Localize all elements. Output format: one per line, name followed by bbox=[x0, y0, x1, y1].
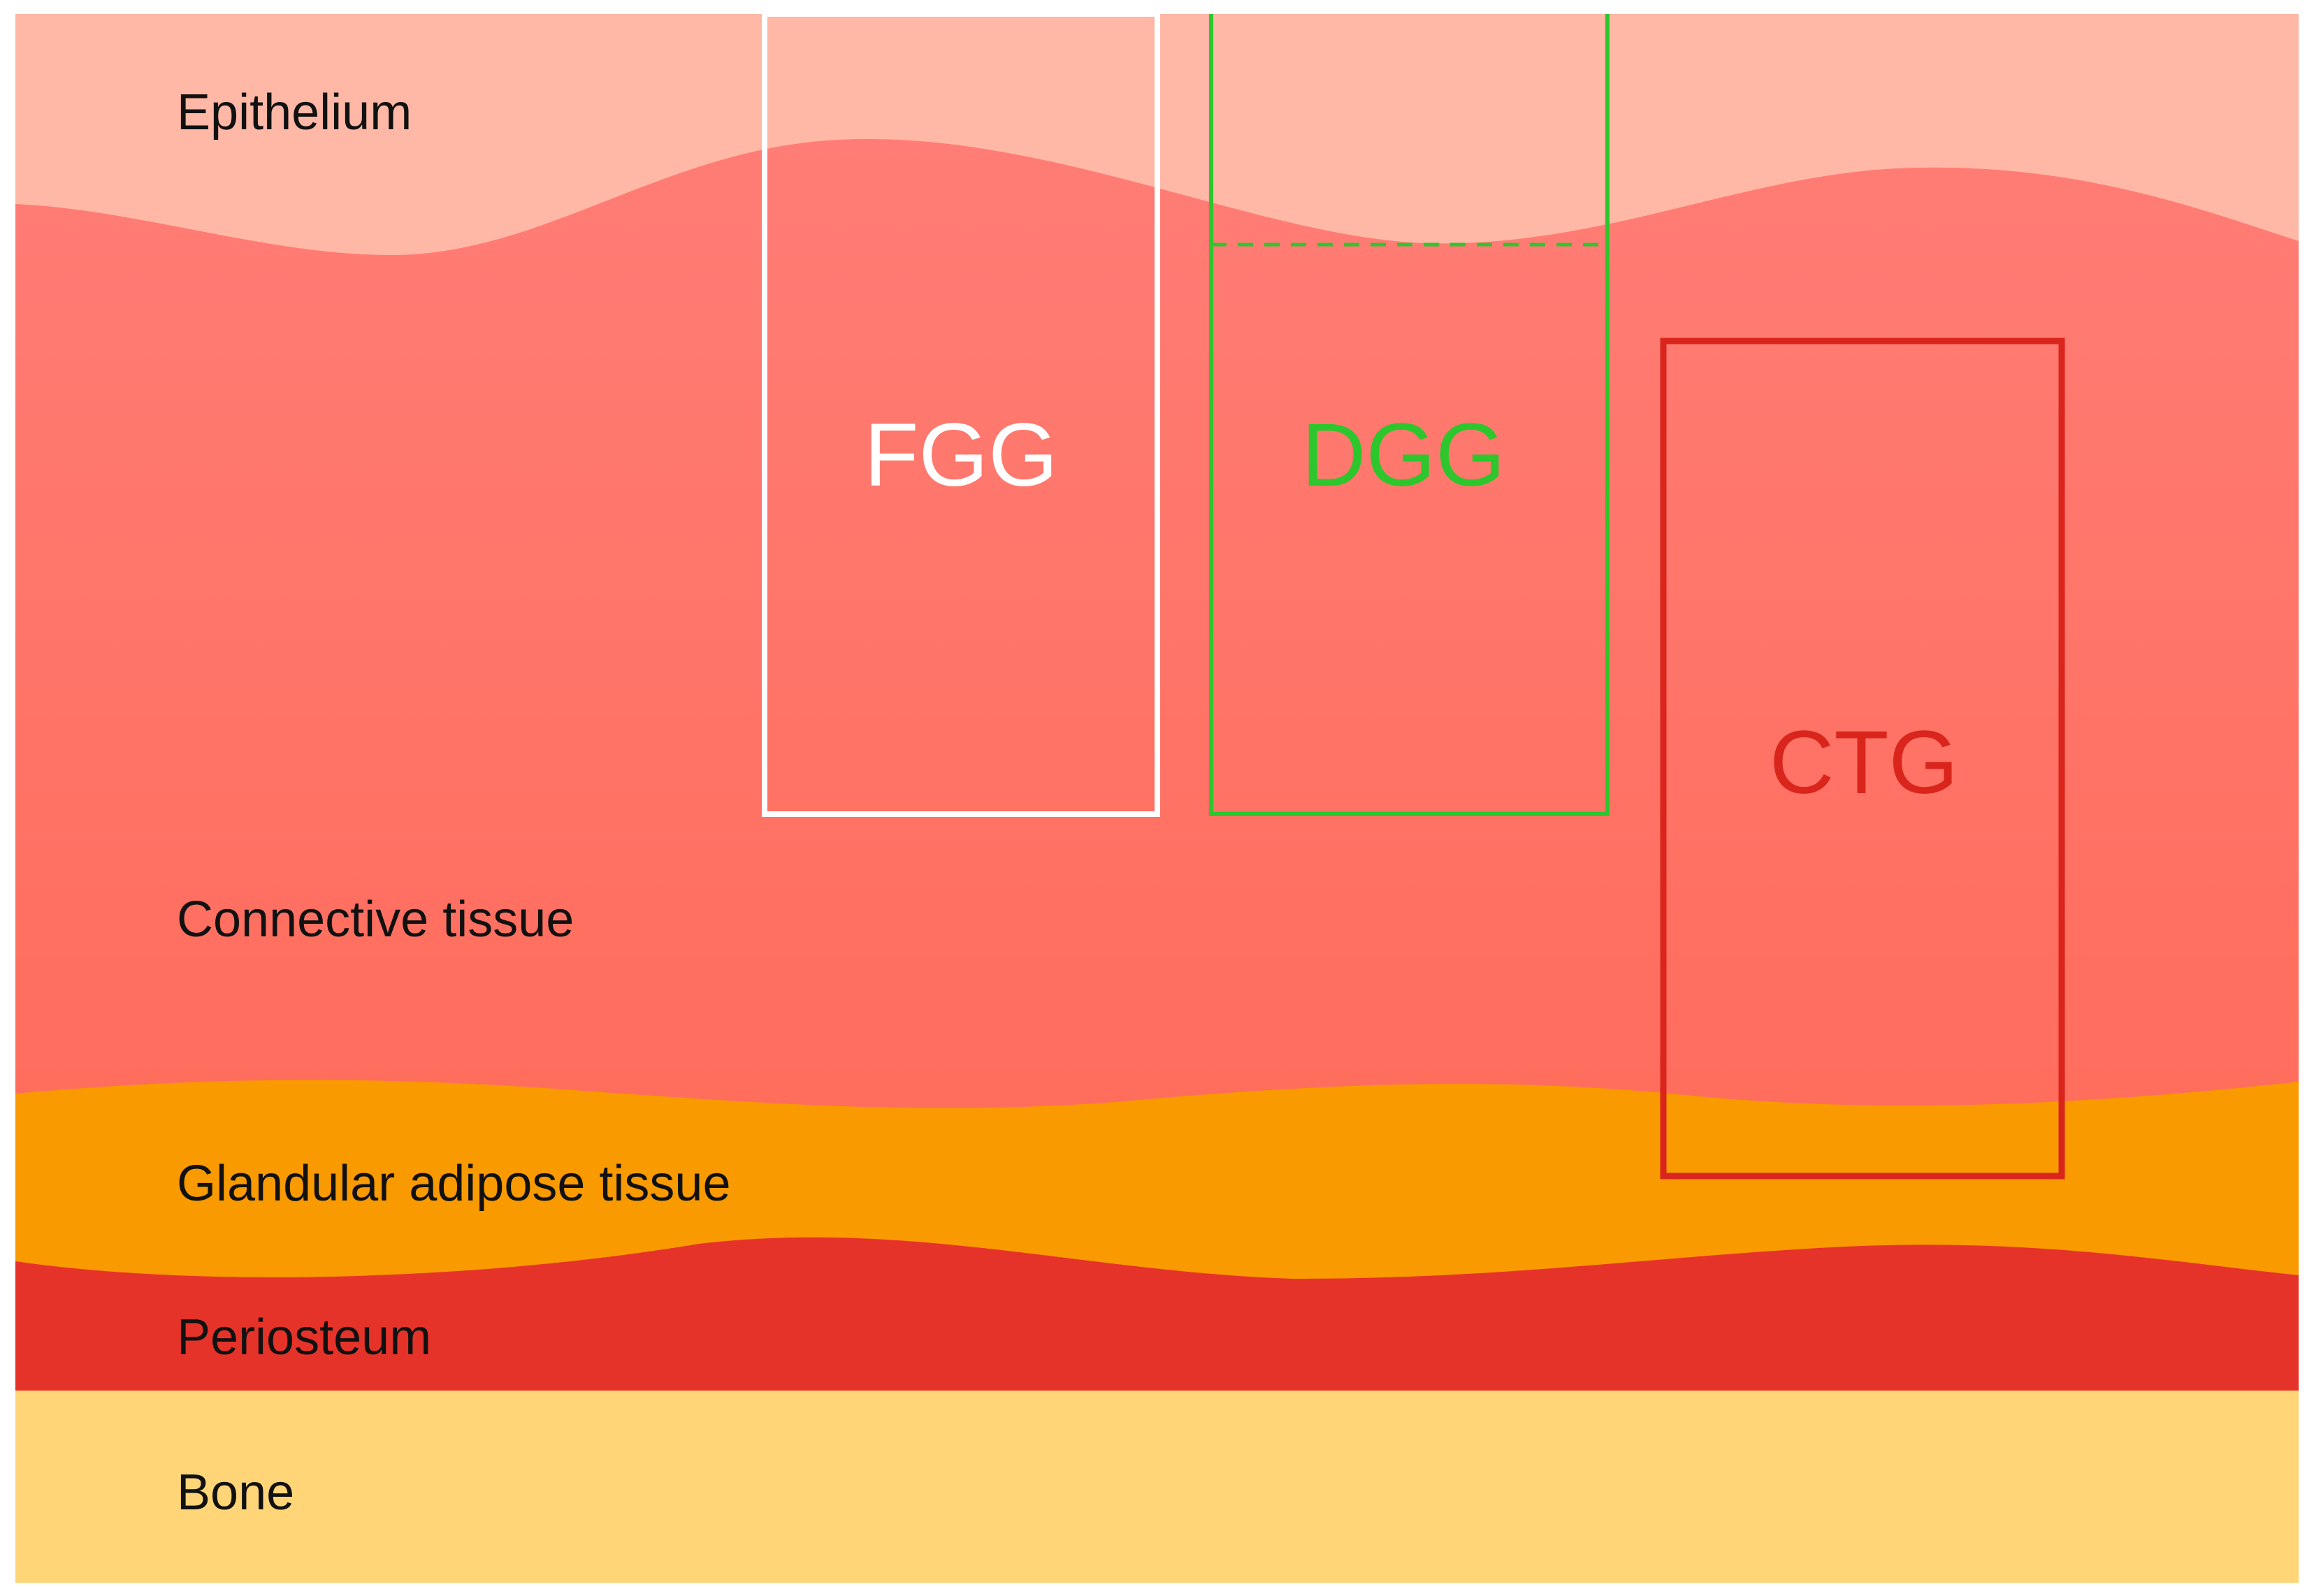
bone-layer bbox=[15, 1391, 2299, 1583]
adipose-tissue-label: Glandular adipose tissue bbox=[177, 1156, 731, 1212]
fgg-graft-outline bbox=[762, 11, 1160, 817]
dgg-label: DGG bbox=[1301, 405, 1505, 505]
epithelium-label: Epithelium bbox=[177, 85, 412, 140]
ctg-graft-outline bbox=[1660, 338, 2065, 1180]
bone-label: Bone bbox=[177, 1465, 294, 1521]
ctg-label: CTG bbox=[1770, 713, 1958, 813]
fgg-label: FGG bbox=[864, 405, 1057, 505]
dgg-graft-outline bbox=[1209, 14, 1610, 816]
periosteum-label: Periosteum bbox=[177, 1310, 431, 1365]
periosteum-layer bbox=[15, 1237, 2299, 1398]
connective-tissue-label: Connective tissue bbox=[177, 892, 574, 948]
